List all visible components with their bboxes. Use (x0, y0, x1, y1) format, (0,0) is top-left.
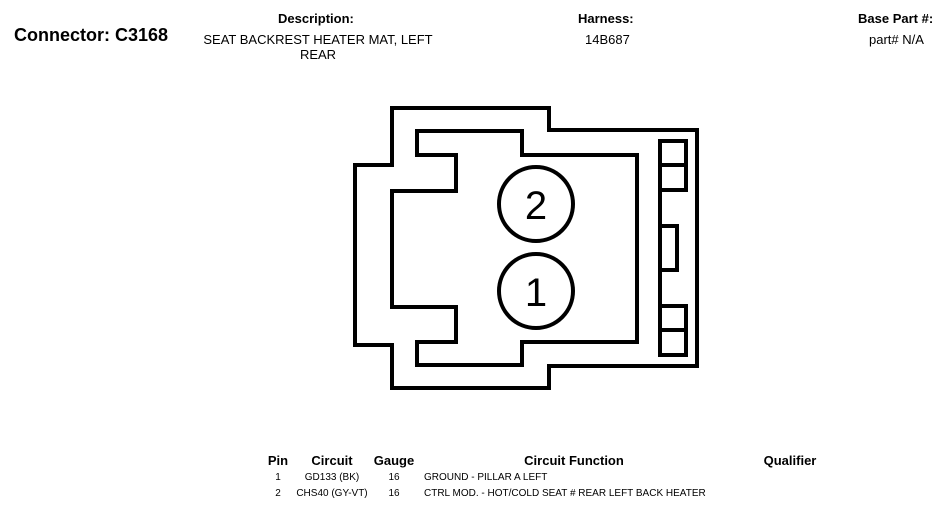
cell-qualifier (730, 485, 850, 501)
cell-qualifier (730, 469, 850, 485)
description-label: Description: (278, 11, 354, 26)
table-header-row: Pin Circuit Gauge Circuit Function Quali… (262, 451, 850, 469)
connector-housing-outline (353, 106, 699, 390)
pin-1-circle (497, 252, 575, 330)
pin-2-circle (497, 165, 575, 243)
base-part-value: part# N/A (869, 32, 924, 47)
cell-pin: 1 (275, 471, 281, 483)
cell-circuit: GD133 (BK) (304, 471, 360, 483)
cell-gauge: 16 (388, 487, 400, 499)
pin-table: Pin Circuit Gauge Circuit Function Quali… (262, 451, 850, 501)
latch-tab (660, 224, 679, 272)
description-value: SEAT BACKREST HEATER MAT, LEFT REAR (203, 32, 433, 62)
column-header-pin: Pin (267, 452, 289, 468)
base-part-label: Base Part #: (858, 11, 934, 26)
cell-function: GROUND - PILLAR A LEFT (424, 471, 548, 483)
cell-circuit: CHS40 (GY-VT) (296, 487, 368, 499)
cell-function: CTRL MOD. - HOT/COLD SEAT # REAR LEFT BA… (424, 487, 706, 499)
pin-2-label: 2 (525, 184, 547, 228)
connector-face-diagram: 2 1 (353, 106, 699, 390)
column-header-qualifier: Qualifier (763, 452, 817, 468)
column-header-circuit: Circuit (311, 452, 353, 468)
connector-title: Connector: C3168 (14, 25, 169, 45)
cell-pin: 2 (275, 487, 281, 499)
table-row: 2 CHS40 (GY-VT) 16 CTRL MOD. - HOT/COLD … (262, 485, 850, 501)
pin-1-label: 1 (525, 271, 547, 315)
harness-label: Harness: (578, 11, 634, 26)
column-header-gauge: Gauge (373, 452, 415, 468)
cell-gauge: 16 (388, 471, 400, 483)
table-row: 1 GD133 (BK) 16 GROUND - PILLAR A LEFT (262, 469, 850, 485)
column-header-function: Circuit Function (524, 452, 624, 468)
harness-value: 14B687 (585, 32, 630, 47)
connector-cavity-outline (390, 129, 639, 367)
